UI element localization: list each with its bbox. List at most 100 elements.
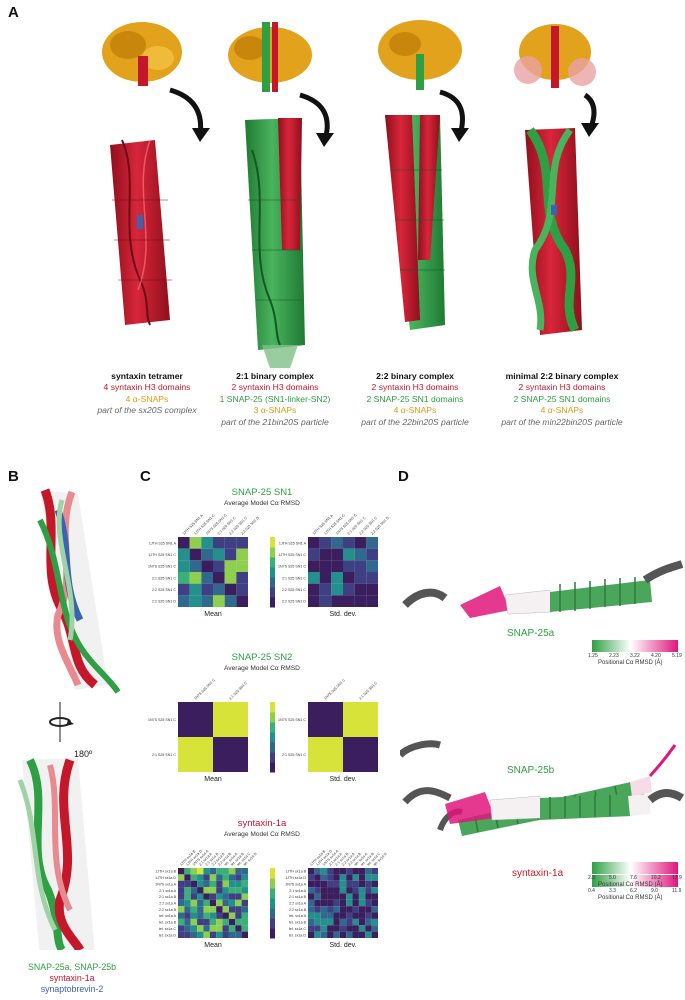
heatmap-cell: [197, 887, 204, 894]
heatmap-cell: [343, 537, 355, 549]
heatmap-row-label: 1JTH S25 SN1 A: [279, 541, 307, 545]
heatmap-cell: [201, 537, 213, 549]
heatmap-cell: [320, 918, 328, 926]
heatmap-cell: [339, 868, 347, 875]
colorbar-segment: [270, 722, 275, 733]
heatmap-row-label: 2:1 sx1a B: [159, 895, 177, 899]
heatmap-cell: [314, 918, 321, 926]
colorbar-tick: 12.9: [672, 875, 682, 881]
heatmap-cell: [203, 918, 210, 926]
heatmap-cell: [327, 874, 334, 881]
caption-line: 4 α-SNAPs: [393, 405, 437, 416]
heatmap-cell: [228, 925, 236, 932]
heatmap-cell: [216, 912, 223, 919]
heatmap-cell: [222, 887, 229, 894]
heatmap-cell: [184, 899, 191, 907]
panel-b-ribbons: [17, 488, 121, 950]
heatmap-row-label: 1N7S sx1a A: [155, 882, 176, 886]
heatmap-row-label: 1JTH sx1a D: [155, 876, 176, 880]
heatmap-cell: [235, 918, 242, 926]
heatmap-cell: [319, 548, 332, 561]
colorbar-snap25b: [592, 875, 678, 887]
heatmap-cell: [327, 925, 334, 932]
heatmap-cell: [339, 874, 347, 881]
heatmap-cell: [203, 893, 210, 900]
heatmap-cell: [228, 906, 236, 913]
heatmap-cell: [197, 906, 204, 913]
heatmap-cell: [358, 918, 366, 926]
heatmap-cell: [346, 893, 353, 900]
heatmap-cell: [354, 595, 367, 607]
heatmap-cell: [339, 912, 347, 919]
colorbar-segment: [270, 908, 275, 919]
heatmap-cell: [197, 874, 204, 881]
heatmap-subtitle-sn2: Average Model Cα RMSD: [224, 665, 300, 672]
heatmap-cell: [236, 595, 248, 607]
heatmap-cell: [339, 906, 347, 913]
heatmap-cell: [346, 880, 353, 888]
heatmap-cell: [201, 548, 213, 561]
heatmap-row-label: 1N7S S25 SN1 C: [278, 565, 306, 569]
heatmap-cell: [201, 572, 213, 584]
heatmap-cell: [358, 868, 366, 875]
helix-snap25a: [460, 560, 684, 618]
heatmap-cell: [197, 931, 204, 938]
heatmap-cell: [314, 893, 321, 900]
heatmap-subtitle-sn1: Average Model Cα RMSD: [224, 500, 300, 507]
heatmap-cell: [352, 880, 359, 888]
heatmap-cell: [314, 912, 321, 919]
heatmap-cell: [346, 874, 353, 881]
heatmap-cell: [203, 887, 210, 894]
heatmap-cell: [236, 583, 248, 596]
heatmap-cell: [358, 899, 366, 907]
heatmap-cell: [178, 912, 185, 919]
heatmap-cell: [224, 595, 237, 607]
heatmap-cell: [333, 931, 340, 938]
heatmap-caption: Std. dev.: [329, 776, 356, 783]
heatmap-cell: [184, 880, 191, 888]
heatmap-cell: [320, 874, 328, 881]
heatmap-row-label: tet. sx1a B: [289, 921, 307, 925]
heatmap-caption: Std. dev.: [329, 942, 356, 949]
heatmap-cell: [346, 899, 353, 907]
heatmap-cell: [352, 868, 359, 875]
caption-line: 2 syntaxin H3 domains: [231, 382, 319, 393]
heatmap-cell: [331, 537, 343, 549]
heatmap-cell: [235, 887, 242, 894]
heatmap-cell: [371, 874, 378, 881]
heatmap-cell: [216, 887, 223, 894]
heatmap-cell: [235, 925, 242, 932]
heatmap-row-label: 2:1 S25 SN1 C: [152, 576, 176, 580]
heatmap-row-label: 2:2 S25 SN1 D: [152, 600, 176, 604]
heatmap-cell: [352, 887, 359, 894]
heatmap-cell: [308, 918, 315, 926]
heatmap-cell: [190, 925, 198, 932]
colorbar-segment: [270, 587, 275, 598]
heatmap-cell: [235, 880, 242, 888]
heatmap-cell: [216, 880, 223, 888]
heatmap-cell: [358, 874, 366, 881]
caption-complex-4: minimal 2:2 binary complex 2 syntaxin H3…: [482, 371, 642, 428]
colorbar-segment: [270, 712, 275, 723]
heatmap-cell: [319, 595, 332, 607]
heatmap-cell: [235, 868, 242, 875]
caption-line: 2 syntaxin H3 domains: [371, 382, 459, 393]
mini-particle-3: [378, 20, 462, 90]
heatmap-cell: [241, 906, 248, 913]
heatmap-cell: [236, 560, 248, 572]
heatmap-caption: Mean: [204, 611, 222, 618]
heatmap-cell: [235, 899, 242, 907]
heatmap-cell: [236, 572, 248, 584]
heatmap-cell: [339, 887, 347, 894]
caption-line: 3 α-SNAPs: [253, 405, 297, 416]
heatmap-cell: [343, 560, 355, 572]
heatmap-cell: [209, 906, 217, 913]
heatmap-cell: [308, 737, 343, 772]
heatmap-cell: [228, 880, 236, 888]
heatmap-cell: [216, 868, 223, 875]
colorbar-segment: [270, 898, 275, 909]
heatmap-cell: [236, 548, 248, 561]
